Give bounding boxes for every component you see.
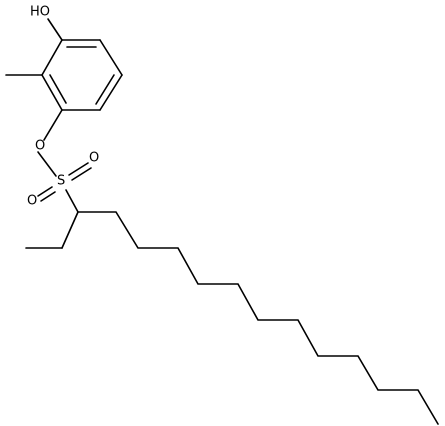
sulfonyl-double-bond-left-b: [40, 191, 56, 202]
aryl-oxygen-bond: [43, 109, 63, 141]
alkyl-chain: [77, 211, 439, 425]
sulfonyl-oxygen-right-label: O: [89, 151, 99, 166]
hydroxyl-bond: [47, 18, 63, 41]
sulfonyl-double-bond-right-a: [68, 162, 89, 176]
ring-bond-c6-c1: [41, 39, 63, 76]
sulfur-carbon-bond: [65, 189, 79, 213]
ring-bond-c5-c6: [41, 74, 63, 111]
ring-bond-c3-c4: [99, 74, 123, 111]
ethyl-bond-1: [61, 211, 79, 249]
sulfur-label: S: [57, 174, 65, 189]
oxygen-sulfur-bond: [37, 151, 57, 177]
ester-oxygen-label: O: [35, 139, 45, 154]
ring-double-bond-right: [95, 74, 115, 105]
sulfonyl-double-bond-left-a: [37, 186, 53, 197]
hydroxyl-label: HO: [30, 5, 50, 20]
ring-double-bond-left: [49, 74, 67, 104]
sulfonyl-double-bond-right-b: [71, 167, 92, 181]
sulfonyl-oxygen-left-label: O: [27, 194, 37, 209]
benzene-ring: [41, 39, 123, 111]
ring-bond-c2-c3: [99, 39, 123, 76]
